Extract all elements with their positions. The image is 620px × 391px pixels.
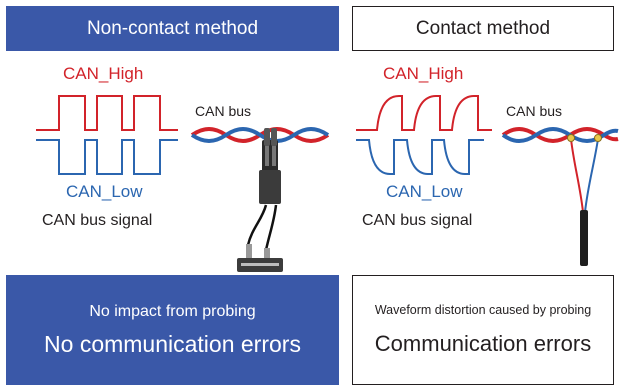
left-signal-label: CAN bus signal [42,212,153,229]
right-can-bus-label: CAN bus [506,103,563,119]
right-can-high-label: CAN_High [383,64,464,83]
non-contact-probe [237,128,283,272]
left-can-bus-cable [190,127,330,143]
contact-result-big: Communication errors [374,331,592,356]
left-can-low-waveform [36,139,178,175]
contact-result-box: Waveform distortion caused by probing Co… [352,275,614,385]
left-can-bus-label: CAN bus [195,103,252,119]
left-can-high-waveform [36,95,178,131]
right-signal-label: CAN bus signal [362,212,473,229]
contact-title: Contact method [415,17,551,39]
contact-probe [567,134,602,266]
contact-result-small: Waveform distortion caused by probing [374,303,592,317]
non-contact-title: Non-contact method [86,17,259,39]
non-contact-result-small: No impact from probing [89,302,256,320]
left-can-low-label: CAN_Low [66,182,143,201]
non-contact-result-big: No communication errors [44,330,301,357]
right-can-low-label: CAN_Low [386,182,463,201]
right-can-high-waveform [356,95,492,131]
right-can-low-waveform [356,139,484,175]
left-can-high-label: CAN_High [63,64,144,83]
non-contact-header: Non-contact method [6,6,339,51]
non-contact-result-box: No impact from probing No communication … [6,275,339,385]
contact-header: Contact method [352,6,614,51]
